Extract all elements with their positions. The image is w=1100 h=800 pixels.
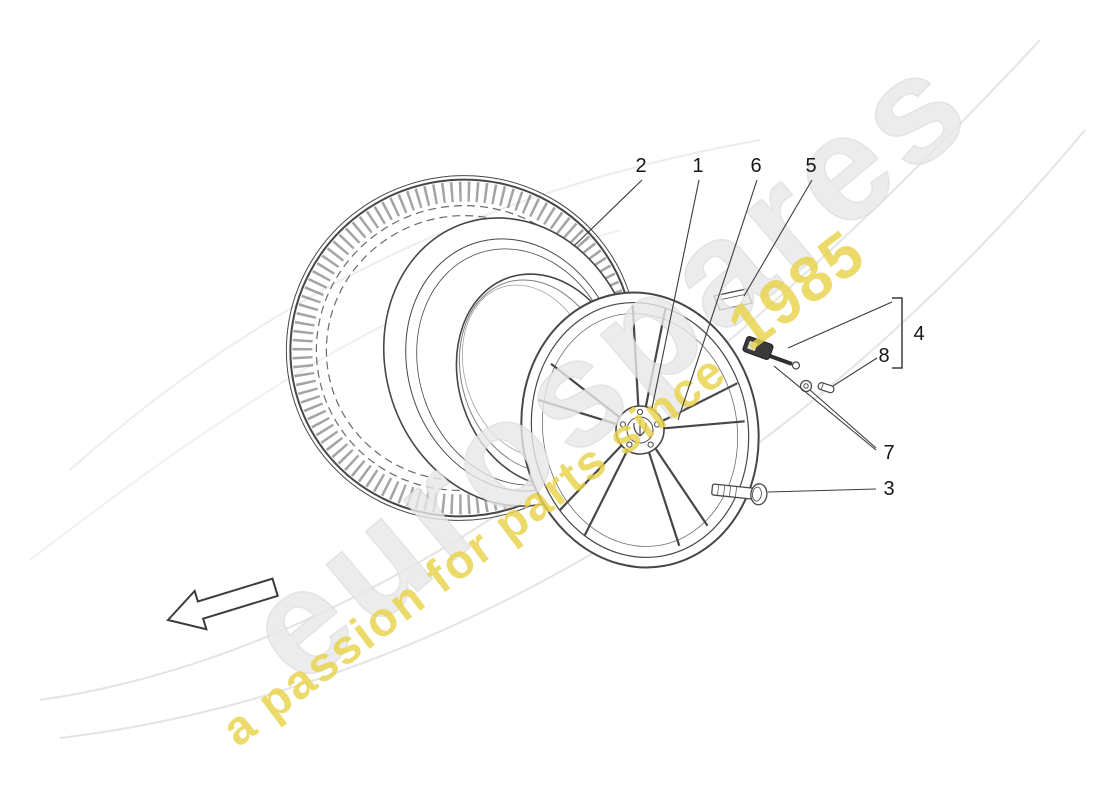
spoke: [631, 305, 640, 407]
callout-8[interactable]: 8: [878, 345, 889, 367]
spoke: [661, 382, 738, 422]
callout-6[interactable]: 6: [750, 155, 761, 177]
callout-1[interactable]: 1: [692, 155, 703, 177]
leader-line-2: [573, 179, 643, 247]
leader-line-6: [677, 179, 758, 421]
spoke: [644, 308, 667, 407]
leader-line-1: [651, 179, 700, 409]
valve-washer-hole: [803, 383, 809, 389]
valve-screw-illustration: [799, 379, 835, 394]
spoke: [558, 444, 623, 512]
wheel-bolt-illustration: [711, 483, 768, 506]
valve-washer: [799, 379, 813, 393]
sticker-print-line: [718, 293, 748, 301]
bolt-threads: [717, 485, 737, 497]
thread-line: [729, 486, 731, 497]
leader-line-7a: [809, 389, 877, 449]
rim-inner-lip: [530, 301, 750, 559]
screw-slot: [820, 383, 824, 390]
leader-line-7b: [773, 365, 877, 451]
callout-7[interactable]: 7: [883, 442, 894, 464]
bolt-hole: [619, 421, 627, 428]
callout-2[interactable]: 2: [635, 155, 646, 177]
maserati-trident-icon: [633, 420, 647, 437]
bolt-hole: [647, 441, 654, 448]
spoke: [550, 362, 621, 419]
valve-cap: [791, 361, 801, 370]
spoke: [537, 398, 618, 426]
leader-line-4: [787, 301, 893, 349]
direction-arrow: [166, 577, 279, 631]
arrow-outline: [166, 577, 279, 631]
spoke: [663, 420, 745, 430]
callout-4-bracket: [892, 297, 903, 369]
callout-4[interactable]: 4: [913, 323, 924, 345]
thread-line: [735, 486, 737, 497]
bolt-hole: [626, 441, 633, 448]
bolt-head: [750, 483, 768, 506]
callout-3[interactable]: 3: [883, 478, 894, 500]
screw-body: [817, 382, 835, 394]
spoke: [647, 451, 681, 547]
sensor-body-detail: [747, 340, 758, 352]
thread-line: [717, 485, 719, 496]
valve-screw: [817, 382, 835, 394]
spoke: [583, 449, 629, 537]
tpms-sensor-illustration: [742, 336, 801, 370]
swoosh-curve: [69, 139, 761, 471]
leader-line-3: [767, 488, 877, 493]
thread-line: [723, 485, 725, 496]
hub-bolt-holes: [619, 408, 661, 448]
leader-lines: [573, 179, 893, 493]
callouts: 2 1 6 5 4 8 7 3: [635, 155, 924, 500]
leader-line-5: [743, 179, 813, 297]
swoosh-curve: [39, 39, 1041, 701]
valve-stem: [769, 354, 793, 366]
rim-bead-line: [541, 313, 739, 547]
rim-spokes: [537, 305, 745, 547]
tyre-label-sticker-illustration: [713, 288, 753, 311]
sticker: [713, 288, 753, 311]
wheel-rim-illustration: [520, 291, 760, 569]
hub-inner: [626, 416, 654, 444]
spoke: [654, 447, 709, 527]
bolt-hole: [654, 421, 661, 428]
bolt-hole: [636, 408, 644, 416]
callout-5[interactable]: 5: [805, 155, 816, 177]
bolt-head-face: [751, 486, 762, 502]
swoosh-curve: [59, 129, 1086, 739]
leader-line-8: [832, 357, 878, 387]
